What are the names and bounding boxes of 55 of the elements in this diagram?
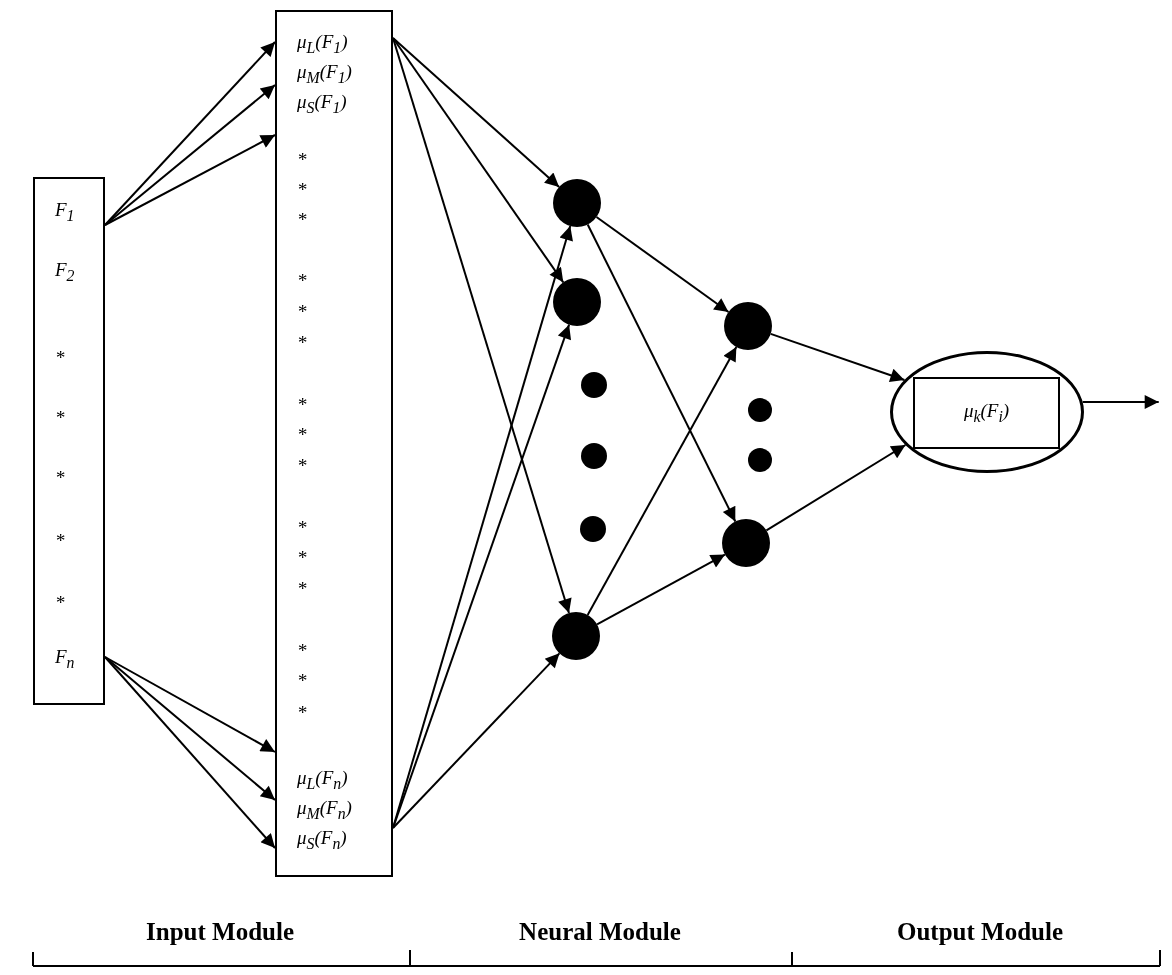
membership-label: * bbox=[297, 640, 307, 660]
arrow bbox=[769, 332, 906, 383]
neuron-circle bbox=[553, 179, 601, 227]
membership-label: μ$_{M}$(F$_{1}$) bbox=[297, 62, 352, 86]
arrow bbox=[586, 223, 737, 523]
arrow bbox=[104, 84, 276, 226]
membership-label: * bbox=[297, 394, 307, 414]
neuron-circle bbox=[553, 278, 601, 326]
arrow bbox=[1081, 395, 1160, 409]
neuron-circle bbox=[722, 519, 770, 567]
membership-label: μ$_{S}$(F$_{n}$) bbox=[297, 828, 347, 852]
module-label: Output Module bbox=[897, 918, 1063, 946]
arrow bbox=[392, 652, 561, 829]
membership-label: * bbox=[297, 578, 307, 598]
arrow bbox=[104, 656, 276, 801]
feature-label: * bbox=[55, 407, 65, 427]
feature-label: F$_{1}$ bbox=[55, 200, 75, 224]
membership-label: * bbox=[297, 149, 307, 169]
membership-label: * bbox=[297, 179, 307, 199]
neuron-circle bbox=[552, 612, 600, 660]
module-label: Neural Module bbox=[519, 918, 681, 946]
membership-label: μ$_{S}$(F$_{1}$) bbox=[297, 92, 347, 116]
feature-label: F$_{n}$ bbox=[55, 647, 75, 671]
module-label: Input Module bbox=[146, 918, 294, 946]
feature-label: F$_{2}$ bbox=[55, 260, 75, 284]
membership-label: μ$_{L}$(F$_{1}$) bbox=[297, 32, 348, 56]
output-label: μ$_{k}$(F$_{i}$) bbox=[963, 401, 1010, 425]
feature-label: * bbox=[55, 530, 65, 550]
membership-label: * bbox=[297, 332, 307, 352]
membership-label: * bbox=[297, 301, 307, 321]
arrow bbox=[392, 37, 561, 188]
membership-label: * bbox=[297, 702, 307, 722]
membership-label: * bbox=[297, 209, 307, 229]
output-box bbox=[913, 377, 1060, 449]
arrow bbox=[765, 444, 907, 532]
membership-label: * bbox=[297, 547, 307, 567]
feature-label: * bbox=[55, 347, 65, 367]
membership-label: * bbox=[297, 424, 307, 444]
membership-label: * bbox=[297, 517, 307, 537]
feature-label: * bbox=[55, 467, 65, 487]
feature-label: * bbox=[55, 592, 65, 612]
output-ellipse bbox=[890, 351, 1084, 473]
arrow bbox=[595, 216, 730, 313]
membership-label: * bbox=[297, 455, 307, 475]
arrow bbox=[596, 553, 726, 626]
arrow bbox=[104, 656, 276, 753]
membership-label: * bbox=[297, 670, 307, 690]
membership-label: * bbox=[297, 270, 307, 290]
membership-label: μ$_{M}$(F$_{n}$) bbox=[297, 798, 352, 822]
membership-box bbox=[275, 10, 393, 877]
membership-label: μ$_{L}$(F$_{n}$) bbox=[297, 768, 348, 792]
input-box bbox=[33, 177, 105, 705]
arrow bbox=[586, 346, 738, 616]
arrow bbox=[104, 134, 276, 226]
neuron-circle bbox=[724, 302, 772, 350]
